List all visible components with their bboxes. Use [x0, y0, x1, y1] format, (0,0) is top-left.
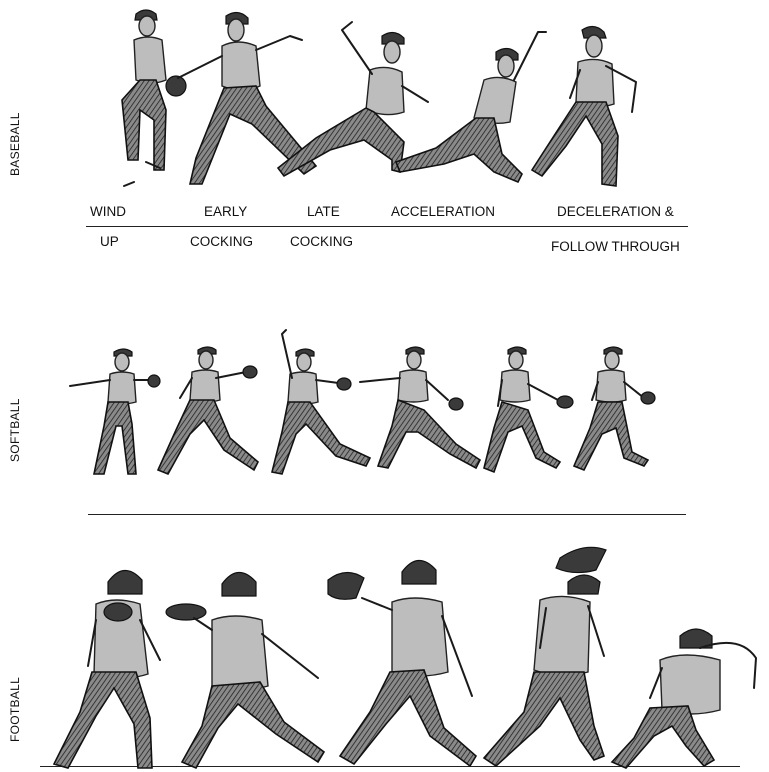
- baseball-acceleration-figure: [396, 32, 546, 182]
- football-figure-3: [328, 560, 476, 766]
- baseball-windup-figure: [122, 10, 186, 186]
- softball-figures: [70, 330, 655, 474]
- football-figures: [54, 547, 756, 768]
- football-figure-1: [54, 570, 160, 768]
- softball-figure-1: [70, 349, 160, 474]
- softball-figure-5: [484, 347, 573, 472]
- baseball-figures: [122, 10, 636, 186]
- softball-figure-2: [158, 347, 258, 474]
- football-figure-4: [484, 547, 606, 766]
- football-figure-2: [166, 572, 324, 768]
- softball-figure-4: [360, 347, 480, 468]
- baseball-follow-through-figure: [532, 26, 636, 186]
- softball-figure-6: [574, 347, 655, 470]
- baseball-late-cocking-figure: [278, 22, 428, 176]
- softball-figure-3: [272, 330, 370, 474]
- football-figure-5: [612, 629, 756, 768]
